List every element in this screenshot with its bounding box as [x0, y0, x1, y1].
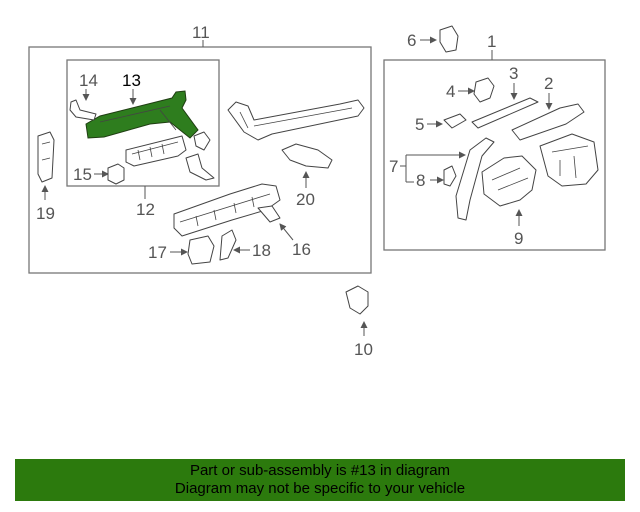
callout-2[interactable]: 2	[544, 74, 553, 93]
part-8[interactable]	[443, 165, 457, 187]
callout-5[interactable]: 5	[415, 115, 424, 134]
part-6[interactable]	[439, 25, 459, 53]
callout-12[interactable]: 12	[136, 200, 155, 219]
callout-20[interactable]: 20	[296, 190, 315, 209]
part-11-upper-rail[interactable]	[227, 99, 365, 141]
callout-9[interactable]: 9	[514, 229, 523, 248]
part-12-rail[interactable]	[125, 131, 215, 181]
callout-1[interactable]: 1	[487, 32, 496, 51]
part-17[interactable]	[187, 235, 215, 265]
part-15[interactable]	[107, 163, 125, 185]
callout-3[interactable]: 3	[509, 64, 518, 83]
callout-14[interactable]: 14	[79, 71, 98, 90]
assembly-11-box	[28, 46, 372, 274]
part-10[interactable]	[345, 285, 369, 315]
callout-16[interactable]: 16	[292, 240, 311, 259]
callout-15[interactable]: 15	[73, 165, 92, 184]
part-7[interactable]	[455, 137, 495, 221]
callout-19[interactable]: 19	[36, 204, 55, 223]
part-2[interactable]	[511, 103, 585, 141]
callout-8[interactable]: 8	[416, 171, 425, 190]
part-1-tower[interactable]	[539, 133, 599, 187]
callout-11[interactable]: 11	[192, 23, 210, 42]
part-9[interactable]	[481, 155, 537, 207]
callout-13[interactable]: 13	[122, 71, 141, 90]
callout-17[interactable]: 17	[148, 243, 167, 262]
callout-10[interactable]: 10	[354, 340, 373, 359]
part-18[interactable]	[219, 229, 237, 261]
info-banner: Part or sub-assembly is #13 in diagram D…	[15, 459, 625, 501]
part-13-highlighted[interactable]	[85, 90, 199, 139]
assembly-1-box	[383, 59, 606, 251]
part-4[interactable]	[473, 77, 495, 103]
part-20[interactable]	[281, 143, 333, 169]
part-19[interactable]	[37, 131, 55, 183]
parts-diagram: 11 1 6 13 14 15 12 19 20 16 17 18 4 3 2 …	[28, 23, 606, 359]
callout-6[interactable]: 6	[407, 31, 416, 50]
callout-4[interactable]: 4	[446, 82, 455, 101]
part-11-lower-rail[interactable]	[173, 183, 281, 237]
part-14[interactable]	[69, 99, 97, 121]
assembly-12-box	[66, 59, 220, 187]
part-5[interactable]	[443, 113, 467, 129]
part-3[interactable]	[471, 97, 539, 129]
info-line-1: Part or sub-assembly is #13 in diagram	[189, 462, 451, 479]
callout-7[interactable]: 7	[389, 157, 398, 176]
callout-18[interactable]: 18	[252, 241, 271, 260]
info-line-2: Diagram may not be specific to your vehi…	[174, 480, 466, 497]
